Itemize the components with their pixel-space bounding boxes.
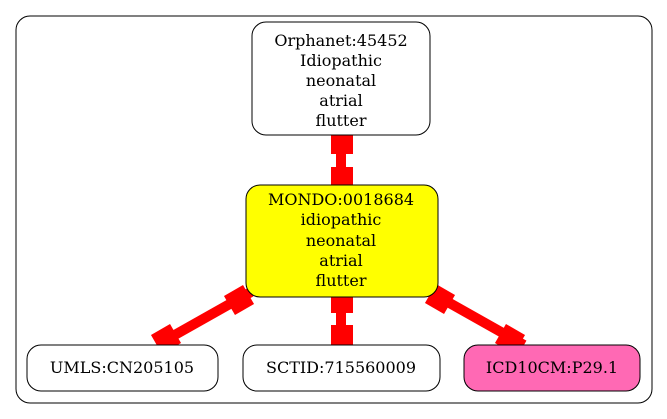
node-label-line: flutter (316, 111, 367, 130)
node-label-line: idiopathic (301, 210, 382, 229)
node-icd10cm[interactable]: ICD10CM:P29.1 (463, 344, 641, 392)
node-sctid[interactable]: SCTID:715560009 (242, 344, 441, 392)
node-label-line: neonatal (306, 71, 376, 90)
node-label-line: atrial (319, 251, 362, 270)
edge-mondo-sctid (331, 291, 353, 347)
node-label-line: atrial (319, 91, 362, 110)
node-orphanet[interactable]: Orphanet:45452 Idiopathic neonatal atria… (251, 21, 431, 136)
node-label-line: flutter (316, 271, 367, 290)
node-mondo[interactable]: MONDO:0018684 idiopathic neonatal atrial… (245, 184, 439, 298)
edge-cap-start (331, 132, 353, 154)
node-label-line: neonatal (306, 231, 376, 250)
node-umls[interactable]: UMLS:CN205105 (26, 344, 219, 392)
edges-layer (150, 132, 527, 355)
node-box (245, 184, 439, 298)
node-box (242, 344, 441, 392)
cluster-frame (15, 15, 653, 404)
edge-cap-start (223, 284, 255, 316)
node-box (251, 21, 431, 136)
node-label-line: ICD10CM:P29.1 (486, 358, 618, 377)
node-label-line: Orphanet:45452 (274, 31, 407, 50)
node-label-line: SCTID:715560009 (266, 358, 416, 377)
edge-mondo-umls (150, 284, 255, 355)
node-box (463, 344, 641, 392)
edge-mondo-icd10cm (424, 283, 527, 355)
edge-cap-end (331, 325, 353, 347)
edge-orphanet-mondo (331, 132, 353, 189)
edge-cap-end (331, 167, 353, 189)
node-label-line: MONDO:0018684 (268, 190, 414, 209)
node-box (26, 344, 219, 392)
node-label-line: Idiopathic (300, 51, 382, 70)
node-label-line: UMLS:CN205105 (50, 358, 194, 377)
